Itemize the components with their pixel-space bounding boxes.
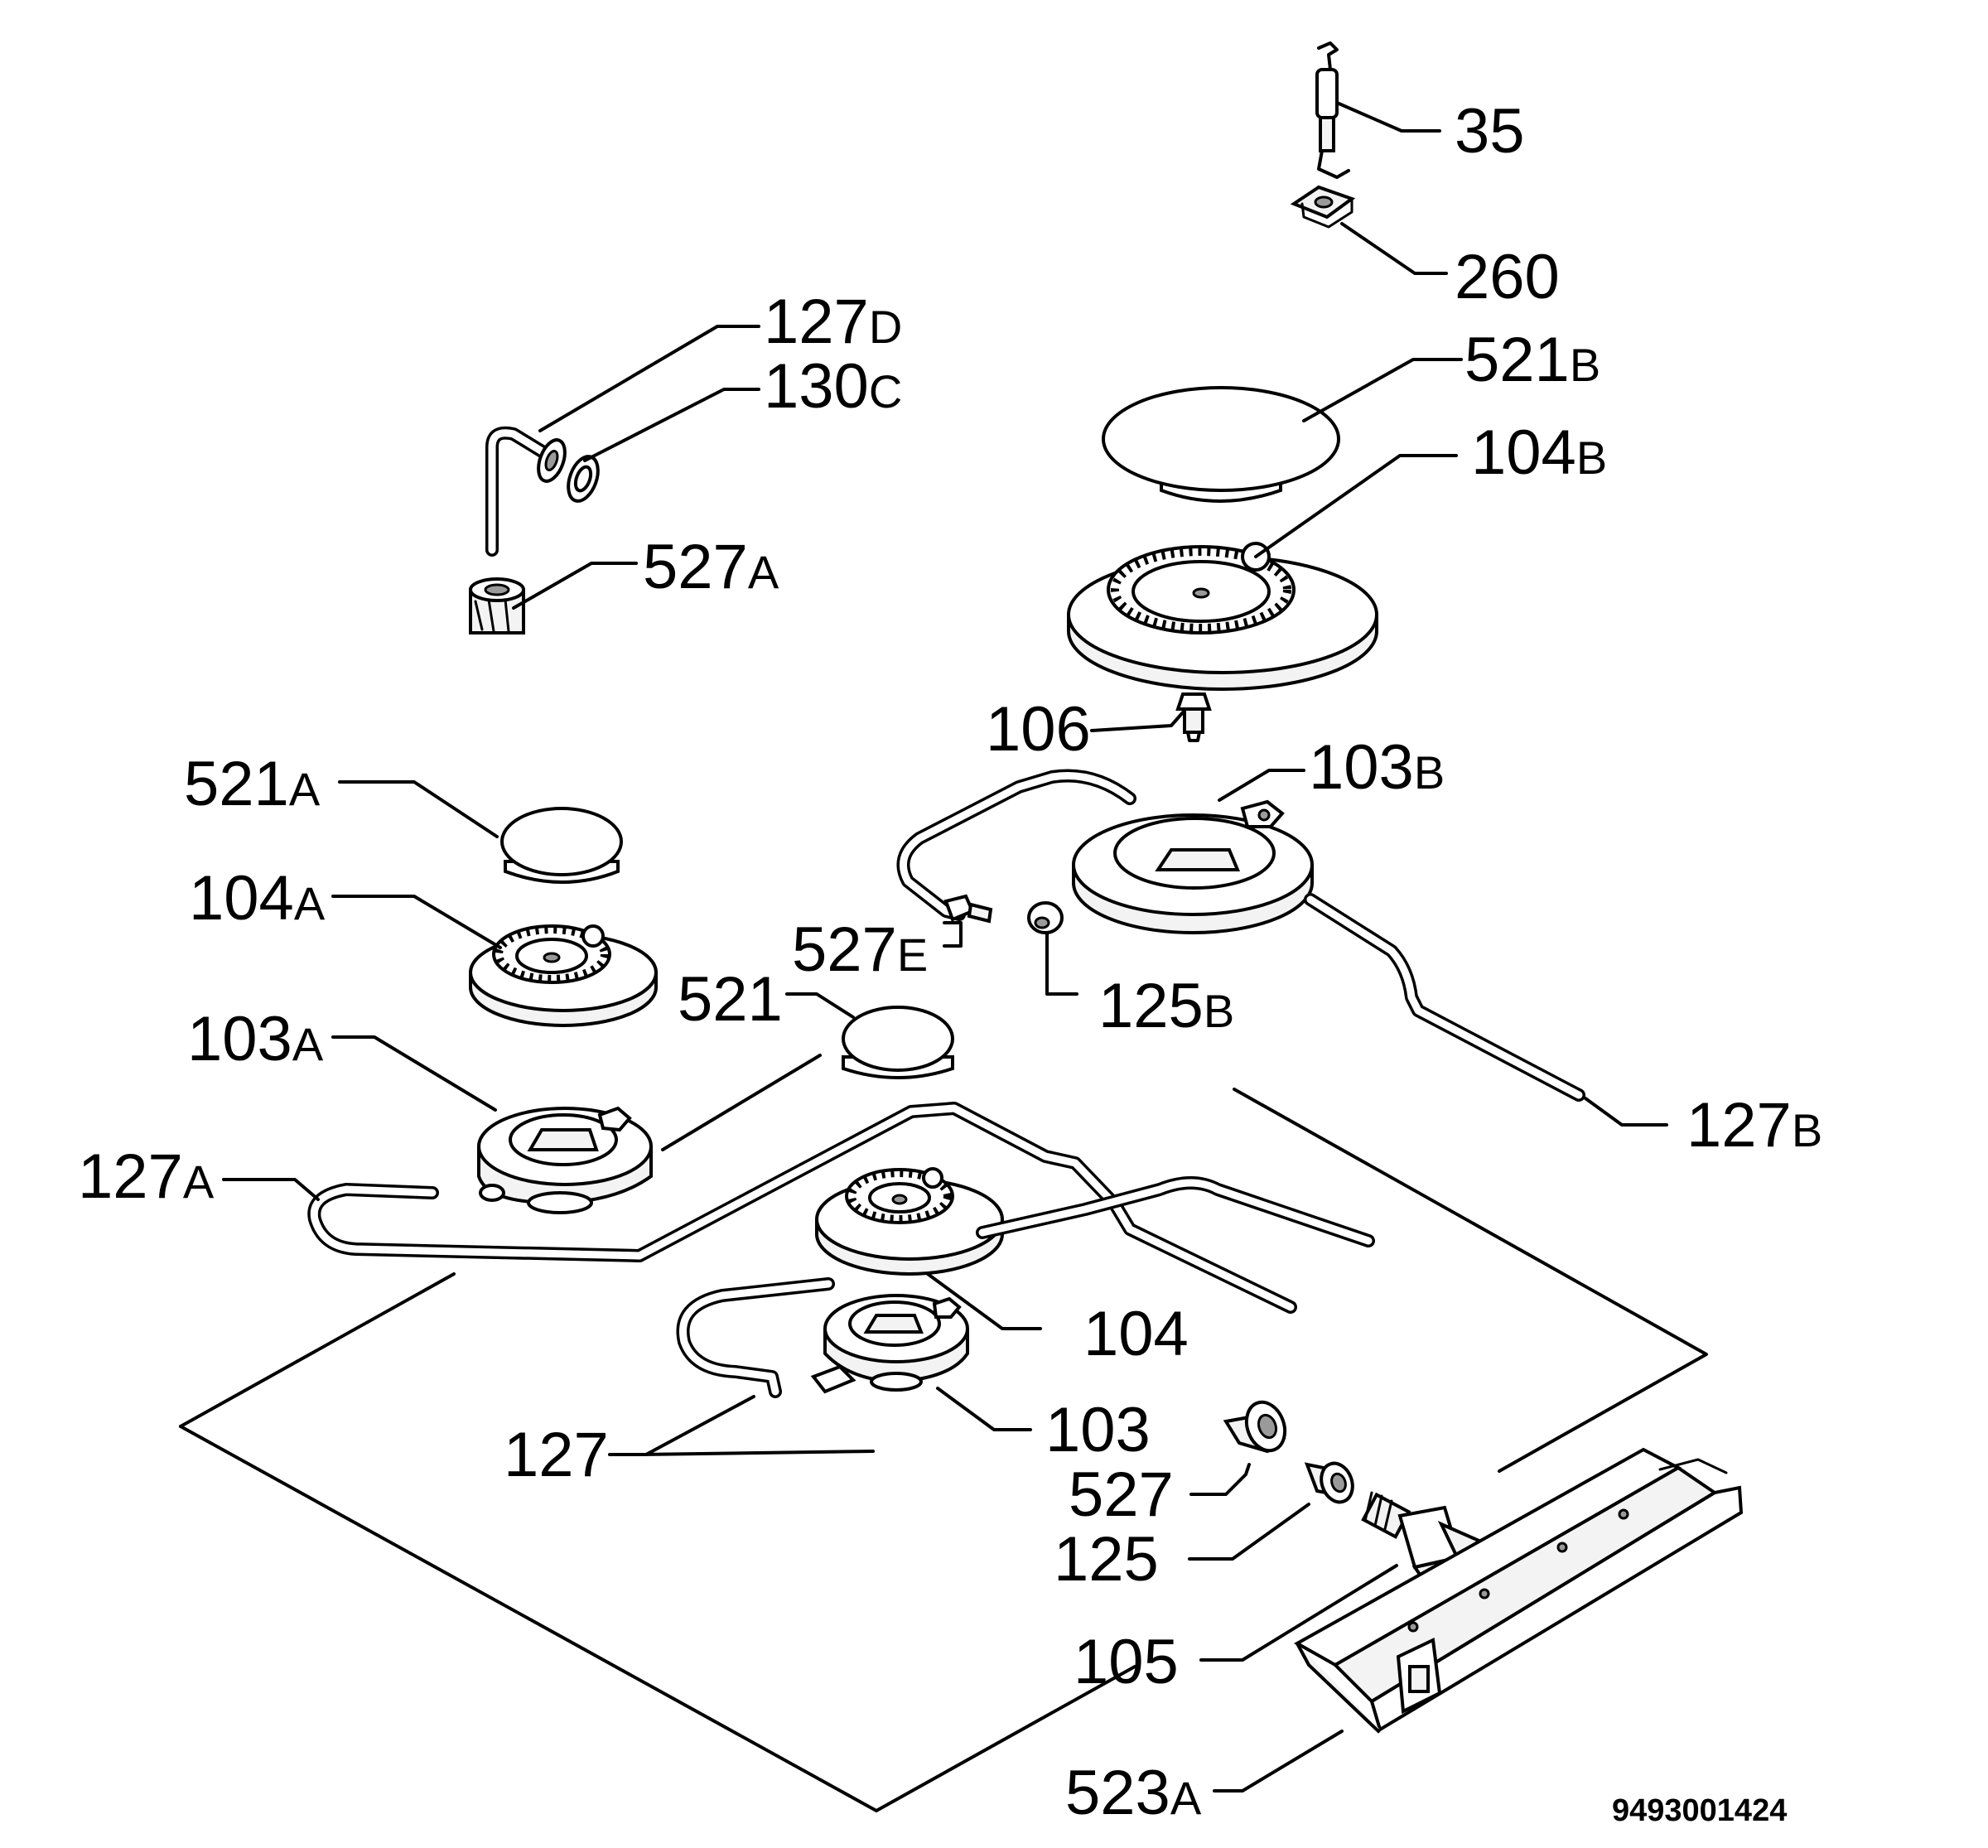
label-521b: 521B <box>1464 325 1600 395</box>
valve-bracket-rail <box>1293 1447 1744 1734</box>
document-id: 9493001424 <box>1612 1793 1787 1828</box>
leader-lines <box>222 101 1668 1793</box>
nut-125b <box>1027 901 1064 934</box>
label-103a: 103A <box>187 1004 324 1074</box>
label-521a: 521A <box>184 749 321 819</box>
label-125b: 125B <box>1098 971 1234 1041</box>
label-35: 35 <box>1455 96 1525 166</box>
pipe-nut-527e <box>943 894 993 924</box>
gas-pipe-127b <box>896 769 1585 1102</box>
label-104b: 104B <box>1471 417 1607 488</box>
label-130c: 130C <box>764 351 902 422</box>
large-burner-body <box>1072 799 1314 934</box>
label-527: 527 <box>1069 1460 1174 1530</box>
ring-nut-527 <box>1223 1400 1287 1454</box>
small-burner-cap-center <box>842 1006 954 1079</box>
nut-125 <box>1304 1461 1354 1504</box>
gas-pipe-127 <box>676 1176 1375 1398</box>
label-260: 260 <box>1455 242 1560 312</box>
label-127d: 127D <box>764 287 902 357</box>
label-125: 125 <box>1054 1524 1159 1595</box>
small-burner-cap-left <box>500 807 623 884</box>
label-523a: 523A <box>1065 1758 1202 1828</box>
label-106: 106 <box>986 694 1091 765</box>
label-527e: 527E <box>792 914 928 985</box>
label-521: 521 <box>678 964 783 1035</box>
hob-base-plate <box>179 1088 1708 1812</box>
medium-flame-spreader <box>469 924 658 1027</box>
igniter-plug <box>1315 41 1350 179</box>
label-104a: 104A <box>189 863 326 934</box>
small-burner-body <box>810 1294 969 1394</box>
label-127a: 127A <box>78 1141 215 1212</box>
label-104: 104 <box>1083 1299 1189 1369</box>
part-labels: 35 260 127D 130C 521B 104B 527A 106 103B… <box>78 96 1822 1828</box>
inlet-elbow-connector <box>469 426 600 634</box>
small-flame-spreader <box>815 1167 1004 1276</box>
label-527a: 527A <box>643 532 779 602</box>
medium-burner-body <box>477 1106 653 1214</box>
large-burner-cap <box>1102 386 1340 503</box>
label-103b: 103B <box>1309 732 1445 803</box>
label-103: 103 <box>1045 1395 1151 1465</box>
igniter-clip <box>1290 185 1356 229</box>
label-127b: 127B <box>1686 1090 1822 1160</box>
large-flame-spreader <box>1067 542 1378 691</box>
gas-pipe-127a <box>307 1102 1297 1314</box>
gas-injector <box>1175 692 1212 742</box>
label-105: 105 <box>1074 1627 1179 1697</box>
label-127: 127 <box>504 1420 609 1490</box>
